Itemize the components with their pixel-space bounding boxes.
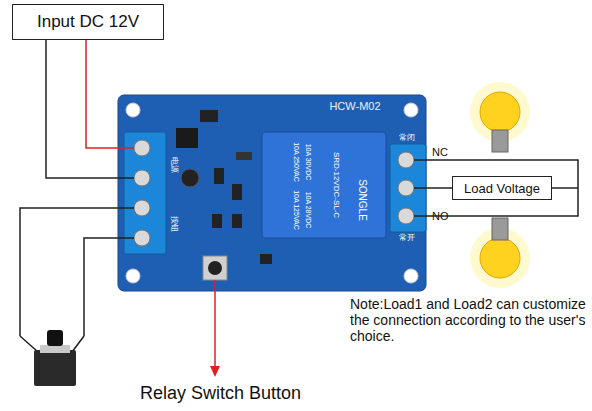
rating-text: 10A 250VAC (292, 142, 300, 182)
capacitor (181, 169, 199, 187)
terminal-screw (134, 140, 150, 156)
pin-name: 按钮 (169, 216, 178, 232)
mount-hole (404, 269, 418, 283)
terminal-screw (398, 180, 414, 196)
light-bulb (480, 92, 520, 132)
mount-hole (404, 103, 418, 117)
load-wire (414, 159, 500, 161)
pushbutton-body (34, 350, 76, 386)
arrow-head (210, 366, 220, 377)
rating-text: 10A 125VAC (292, 190, 300, 230)
ground-wire (46, 40, 134, 178)
terminal-screw (398, 208, 414, 224)
pushbutton-cap (47, 330, 63, 346)
pushbutton-plate (40, 345, 70, 353)
mount-hole (126, 269, 140, 283)
ic-chip (176, 128, 198, 148)
pin-name: NO (432, 210, 449, 223)
load-wire (414, 187, 452, 189)
box-text: Input DC 12V (37, 12, 139, 32)
leader-line (214, 280, 216, 372)
callout-box: Load Voltage (452, 176, 552, 200)
terminal-screw (134, 230, 150, 246)
regulator-chip (200, 110, 218, 122)
load-wire (414, 215, 500, 217)
brand-name: SONGLE (356, 179, 368, 221)
light-bulb (480, 238, 520, 278)
rating-text: 10A 30VDC (304, 144, 312, 181)
pcb-board (118, 95, 426, 291)
tact-switch (203, 256, 227, 280)
box-text: Load Voltage (464, 181, 540, 196)
smd-part (212, 214, 222, 228)
transistor (260, 254, 272, 264)
mount-hole (126, 103, 140, 117)
note: Note:Load1 and Load2 can customize the c… (350, 296, 588, 344)
power-wire (86, 40, 134, 148)
button-lead (20, 336, 38, 352)
tact-switch-cap (208, 261, 222, 275)
diode (236, 152, 252, 160)
pin-name: 常开 (399, 233, 415, 242)
terminal-screw (134, 200, 150, 216)
relay (262, 132, 386, 238)
terminal-screw (398, 152, 414, 168)
smd-part (232, 214, 242, 228)
button-lead (72, 336, 84, 352)
button-wire (84, 238, 134, 336)
button-wire (20, 208, 134, 336)
smd-part (214, 168, 224, 184)
callout-box: Input DC 12V (12, 4, 164, 40)
callout-label: Relay Switch Button (140, 383, 301, 404)
model-name: HCW-M02 (329, 100, 380, 113)
part-number: SRD-12VDC-SL-C (331, 152, 340, 218)
smd-part (232, 184, 242, 200)
pin-name: NC (432, 146, 448, 159)
terminal-screw (134, 170, 150, 186)
load-wire (552, 187, 578, 189)
bulb-base (492, 218, 508, 240)
pin-name: 电源 (169, 157, 178, 173)
bulb-base (492, 130, 508, 152)
terminal-block (124, 132, 166, 254)
rating-text: 10A 28VDC (304, 192, 312, 229)
pin-name: 常闭 (399, 133, 415, 142)
